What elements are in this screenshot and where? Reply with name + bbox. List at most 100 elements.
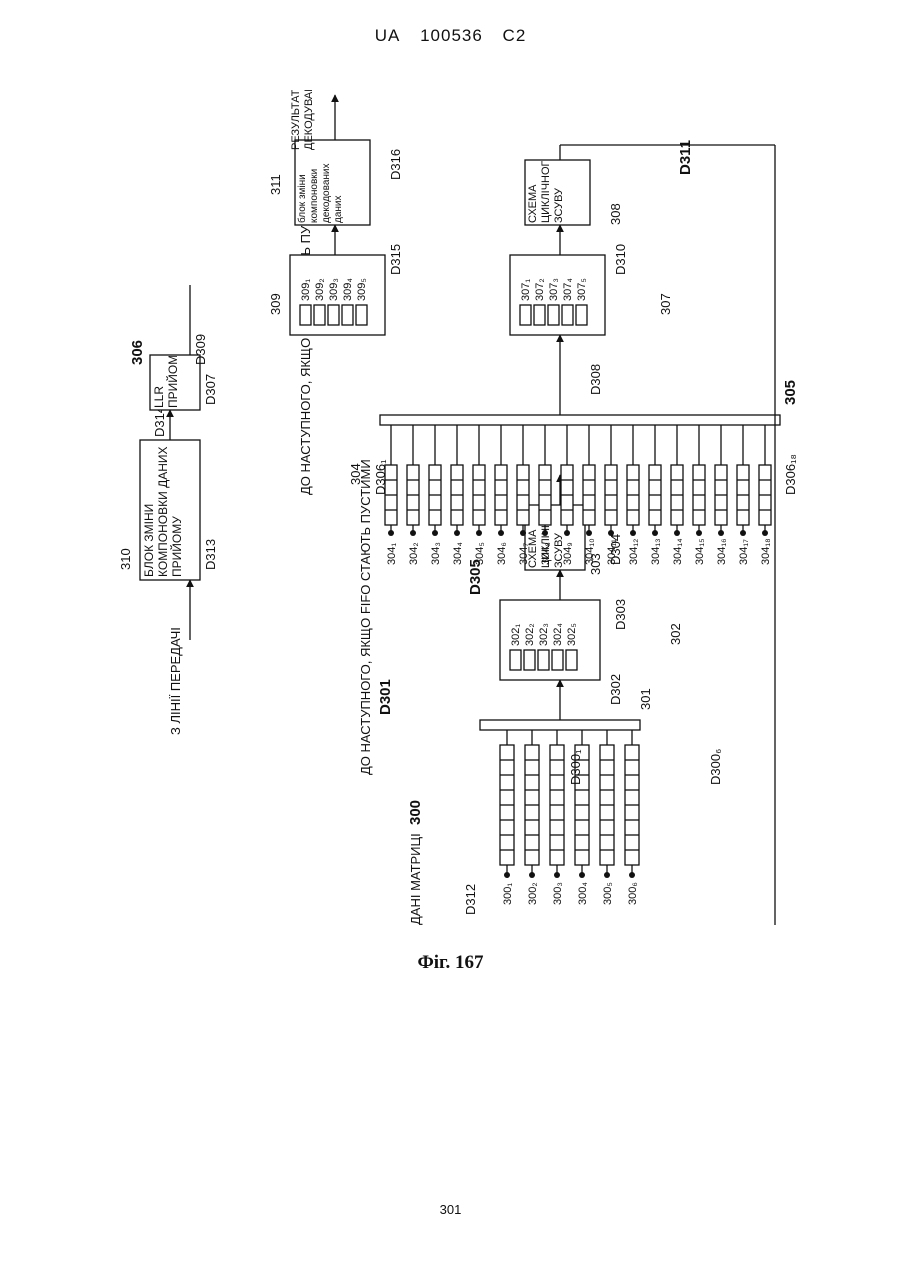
fifo-304-label: 304₆ (496, 542, 508, 565)
memory-302-cell (524, 650, 535, 670)
decoded-reorder-text: блок зміни компоновки декодованих даних (297, 141, 345, 223)
fifo-304-label: 304₉ (562, 542, 574, 565)
sig-d311: D311 (677, 140, 694, 175)
memory-309-label: 309₁ (300, 279, 312, 301)
ref-301: 301 (638, 688, 653, 710)
memory-302-label: 302₃ (538, 623, 550, 646)
fifo-304-label: 304₈ (540, 542, 552, 565)
fifo-304-label: 304₁₅ (694, 539, 706, 566)
fifo-304-label: 304₁₆ (716, 538, 728, 565)
memory-307-cells: 307₁307₂307₃307₄307₅ (520, 278, 588, 325)
matrix-data-label: ДАНІ МАТРИЦІ (408, 833, 423, 925)
sig-d316: D316 (388, 149, 403, 180)
ref-309: 309 (268, 293, 283, 315)
fifo-304-label: 304₁₂ (628, 539, 640, 565)
ref-308: 308 (608, 203, 623, 225)
memory-309-label: 309₃ (328, 278, 340, 301)
sig-d300-1: D300₁ (568, 749, 583, 785)
memory-309-cell (356, 305, 367, 325)
memory-307-cell (534, 305, 545, 325)
sig-d312: D312 (463, 884, 478, 915)
llr-text: LLR ПРИЙОМУ (152, 356, 180, 408)
memory-309-cells: 309₁309₂309₃309₄309₅ (300, 278, 368, 325)
memory-309-cell (328, 305, 339, 325)
sig-d302: D302 (608, 674, 623, 705)
memory-302-cell (538, 650, 549, 670)
fifo-304-label: 304₄ (452, 542, 464, 565)
memory-307-label: 307₁ (520, 279, 532, 301)
memory-302-cells: 302₁302₂302₃302₄302₅ (510, 623, 578, 670)
ref-304: 304 (348, 463, 363, 485)
fifo-300-label: 300₁ (502, 883, 514, 905)
figure-caption: Фіг. 167 (0, 952, 901, 974)
fifo-304-label: 304₂ (408, 542, 420, 565)
input-label: З ЛІНІЇ ПЕРЕДАЧІ (168, 627, 183, 735)
memory-307-label: 307₅ (576, 278, 588, 301)
sig-d310: D310 (613, 244, 628, 275)
ref-306: 306 (129, 340, 146, 365)
memory-309-cell (314, 305, 325, 325)
next-fifo-2: ДО НАСТУПНОГО, ЯКЩО FIFO СТАЮТЬ ПУСТИМИ (298, 179, 313, 495)
memory-302-label: 302₂ (524, 623, 536, 646)
memory-309-label: 309₄ (342, 278, 354, 301)
sig-d309: D309 (193, 334, 208, 365)
fifo-304-label: 304₅ (474, 542, 486, 565)
fifo-300-label: 300₆ (627, 882, 639, 905)
sig-d308: D308 (588, 364, 603, 395)
sig-d300-6: D300₆ (708, 749, 723, 785)
selector-305 (380, 415, 780, 425)
ref-310: 310 (118, 548, 133, 570)
memory-307-label: 307₃ (548, 278, 560, 301)
ref-311: 311 (268, 174, 283, 195)
fifo-304-label: 304₁₃ (650, 538, 662, 565)
memory-309-label: 309₂ (314, 278, 326, 301)
fifo-304-label: 304₇ (518, 543, 530, 565)
fifo-304-label: 304₁₀ (584, 538, 596, 565)
memory-309-label: 309₅ (356, 278, 368, 301)
rx-reorder-text: БЛОК ЗМІНИ КОМПОНОВКИ ДАНИХ ПРИЙОМУ (142, 443, 184, 577)
memory-302-label: 302₁ (510, 624, 522, 646)
fifo-304-label: 304₁₁ (606, 539, 618, 565)
memory-309-cell (342, 305, 353, 325)
memory-302-cell (552, 650, 563, 670)
sig-d306-1: D306₁ (373, 459, 388, 495)
memory-307-cell (548, 305, 559, 325)
memory-307-label: 307₂ (534, 278, 546, 301)
sig-d306-18: D306₁₈ (783, 454, 798, 495)
memory-302-label: 302₅ (566, 623, 578, 646)
fifo-300-label: 300₄ (577, 882, 589, 905)
ref-300: 300 (407, 800, 424, 825)
memory-302-cell (566, 650, 577, 670)
memory-302-label: 302₄ (552, 623, 564, 646)
fifo-300-label: 300₃ (552, 882, 564, 905)
memory-307-cell (562, 305, 573, 325)
next-fifo-1: ДО НАСТУПНОГО, ЯКЩО FIFO СТАЮТЬ ПУСТИМИ (358, 459, 373, 775)
shift-308-text: СХЕМА ЦИКЛІЧНОГО ЗСУВУ (527, 161, 566, 223)
fifo-304-label: 304₁₇ (738, 539, 750, 565)
sig-d301: D301 (377, 679, 394, 715)
selector-301 (480, 720, 640, 730)
memory-307-label: 307₄ (562, 278, 574, 301)
memory-307-cell (520, 305, 531, 325)
sig-d307: D307 (203, 374, 218, 405)
memory-307-cell (576, 305, 587, 325)
fifo-300-label: 300₅ (602, 882, 614, 905)
sig-d313: D313 (203, 539, 218, 570)
rotated-diagram: З ЛІНІЇ ПЕРЕДАЧІ БЛОК ЗМІНИ КОМПОНОВКИ Д… (118, 90, 799, 925)
memory-302-cell (510, 650, 521, 670)
result-text: РЕЗУЛЬТАТ ДЕКОДУВАННЯ (290, 90, 316, 150)
fifo-304-label: 304₁ (386, 543, 398, 565)
fifo-304-label: 304₃ (430, 542, 442, 565)
ref-305: 305 (782, 380, 799, 405)
fifo-304-label: 304₁₈ (760, 538, 772, 565)
memory-309-cell (300, 305, 311, 325)
sig-d303: D303 (613, 599, 628, 630)
ref-302: 302 (668, 623, 683, 645)
page-number: 301 (0, 1202, 901, 1217)
ref-307: 307 (658, 293, 673, 315)
fifo-300-label: 300₂ (527, 882, 539, 905)
fifo-304-label: 304₁₄ (672, 538, 684, 565)
sig-d315: D315 (388, 244, 403, 275)
